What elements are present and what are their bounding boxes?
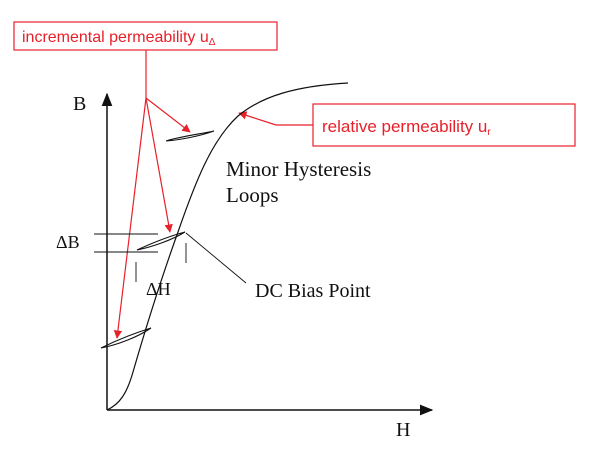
delta-h-label: ΔH [146, 279, 171, 299]
y-axis-label: B [73, 93, 86, 115]
magnetization-curve [106, 82, 349, 411]
incremental-arrow-middle-loop [145, 97, 173, 233]
delta-b-label: ΔB [56, 232, 80, 252]
minor-loop-lower [100, 327, 152, 349]
minor-loop-middle [136, 231, 186, 251]
relative-permeability-box [312, 103, 576, 147]
relative-arrow [238, 111, 277, 126]
incremental-permeability-label: incremental permeability uΔ [22, 29, 216, 48]
minor-loop-upper [165, 130, 215, 142]
incremental-arrow-upper-loop [145, 97, 191, 133]
minor-loops-label-line2: Loops [226, 183, 279, 207]
dc-bias-label: DC Bias Point [255, 280, 371, 302]
incremental-permeability-box [13, 21, 278, 51]
x-axis-label: H [396, 419, 410, 441]
minor-loops-label-line1: Minor Hysteresis [226, 157, 371, 181]
relative-permeability-label: relative permeability ur [322, 117, 491, 138]
dc-bias-leader [185, 232, 247, 284]
incremental-arrow-lower-loop [113, 97, 147, 339]
